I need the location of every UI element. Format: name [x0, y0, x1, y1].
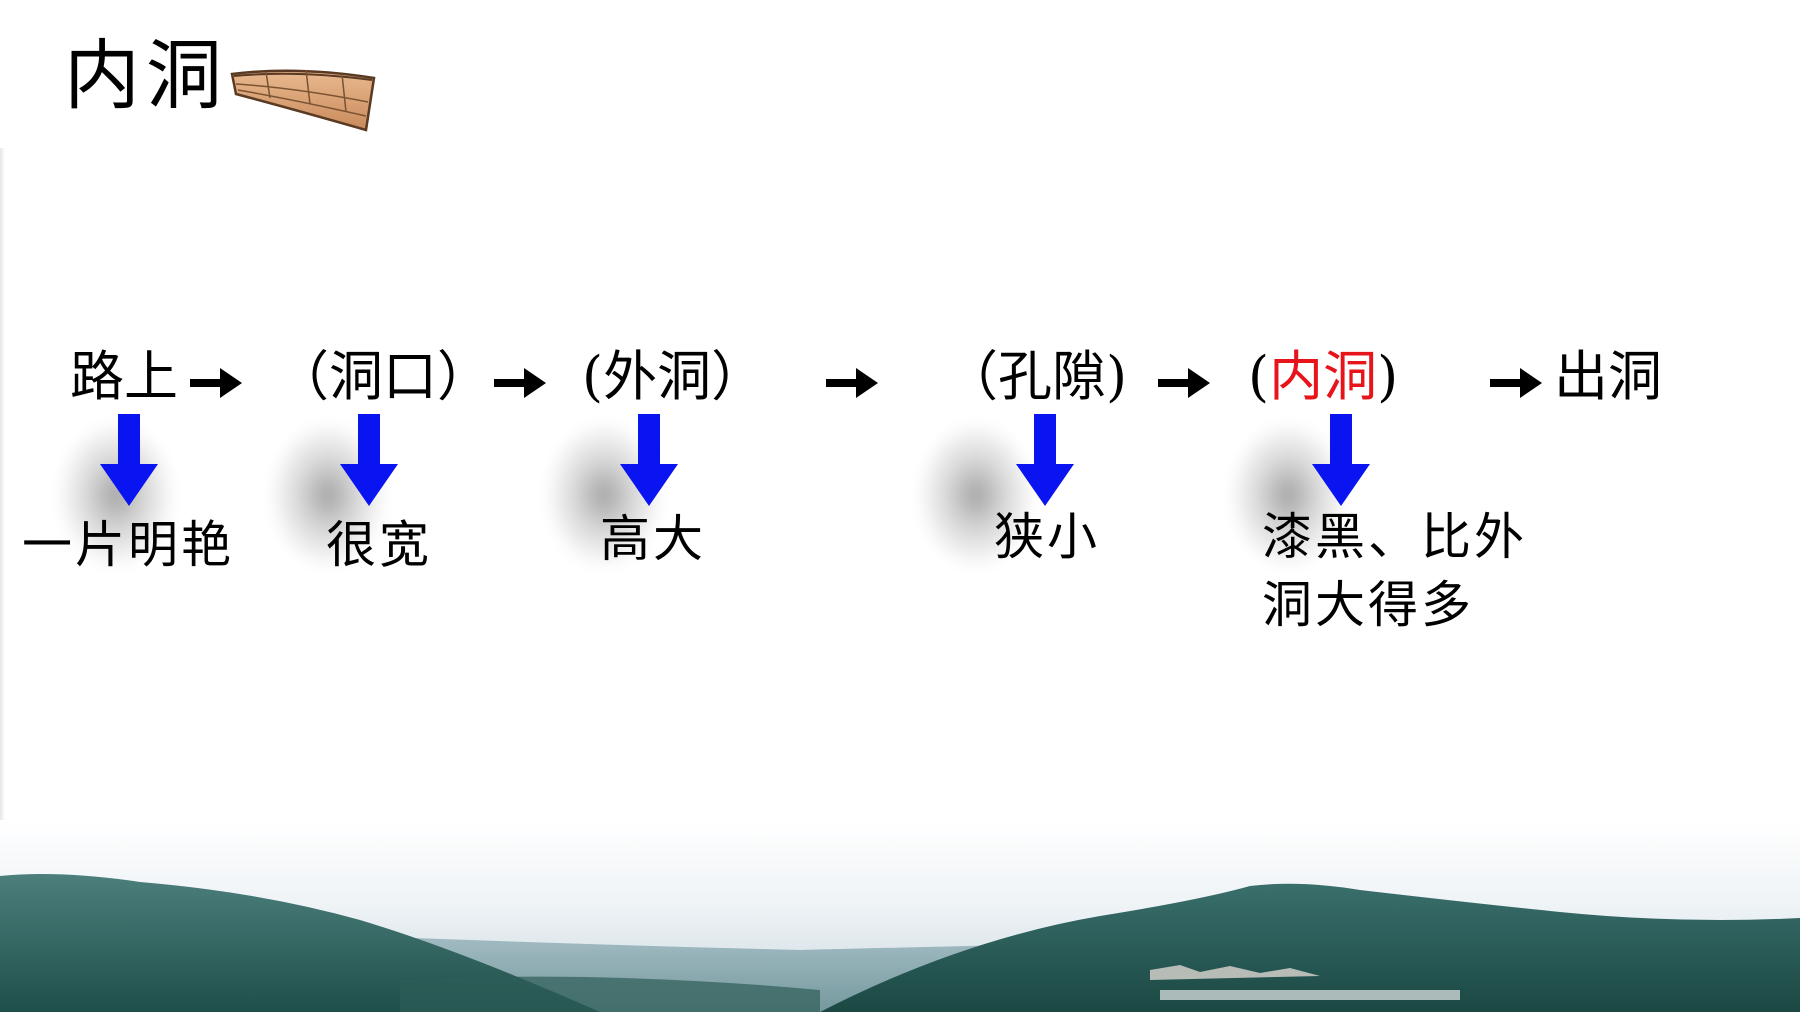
- desc-inner-cave-line2: 洞大得多: [1262, 576, 1474, 634]
- arrow-down-icon: [620, 414, 678, 506]
- desc-outer-cave: 高大: [600, 510, 706, 568]
- desc-gap: 狭小: [994, 508, 1100, 566]
- arrow-down-icon: [340, 414, 398, 506]
- arrow-shadow: [1228, 420, 1348, 570]
- highlight-inner-cave: 内洞: [1269, 345, 1378, 408]
- arrow-down-icon: [1312, 414, 1370, 506]
- desc-inner-cave-line1: 漆黑、比外: [1262, 508, 1527, 566]
- boat-icon: [230, 69, 376, 132]
- desc-road: 一片明艳: [22, 516, 234, 574]
- arrow-shadow: [56, 420, 176, 570]
- page-title: 内洞: [64, 31, 228, 120]
- arrow-down-icon: [100, 414, 158, 506]
- flow-node-gap: （孔隙): [944, 345, 1128, 408]
- arrow-right-icon: [494, 368, 546, 398]
- flow-node-inner-cave: (内洞): [1248, 345, 1399, 408]
- arrow-down-icon: [1016, 414, 1074, 506]
- arrow-right-icon: [190, 368, 242, 398]
- arrow-right-icon: [826, 368, 878, 398]
- flow-node-road: 路上: [70, 345, 178, 408]
- flow-node-outer-cave: (外洞）: [582, 345, 766, 408]
- desc-cave-mouth: 很宽: [326, 516, 432, 574]
- flow-node-exit: 出洞: [1554, 345, 1662, 408]
- slide-edge: [0, 148, 5, 1012]
- flow-node-cave-mouth: （洞口）: [275, 345, 491, 408]
- mountain-scenery: [0, 820, 1800, 1012]
- arrow-right-icon: [1490, 368, 1542, 398]
- arrow-right-icon: [1158, 368, 1210, 398]
- arrow-shadow: [916, 420, 1036, 570]
